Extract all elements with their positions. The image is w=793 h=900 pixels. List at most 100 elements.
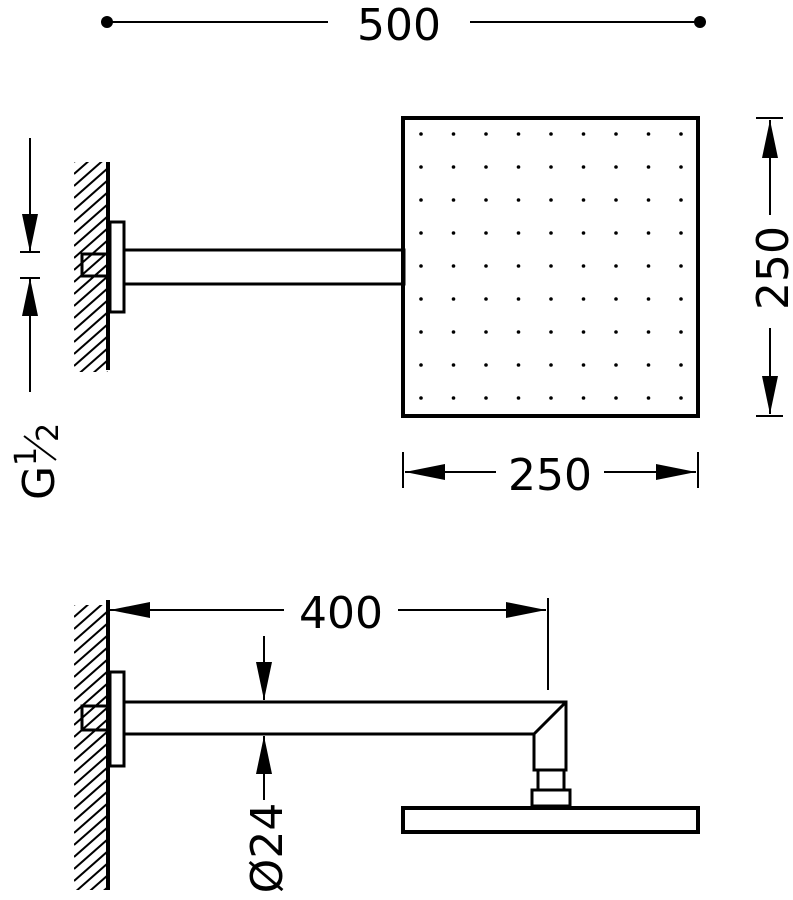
hatch-line [92,359,108,372]
hatch-line [74,610,108,642]
nozzle-dot [516,231,521,235]
nozzle-dot [646,363,651,367]
nozzle-dot [679,165,683,169]
nozzle-dot [451,297,456,301]
nozzle-dot [581,396,586,400]
nozzle-dot [679,330,683,334]
thread-dimension: G 1 2 [9,138,66,500]
nozzle-dot [614,264,618,268]
hatch-line [74,706,108,738]
swivel-joint-lower [530,788,572,808]
hatch-line [74,730,108,762]
arrow-left [110,602,150,618]
hatch-line [74,766,108,798]
hatch-line [74,162,90,175]
nozzle-dot [419,363,423,367]
hatch-line [74,742,108,774]
nozzle-dot [646,231,651,235]
hatch-line [106,371,108,372]
hatch-line [74,179,108,211]
nozzle-dot [646,330,651,334]
nozzle-dot [679,363,683,367]
nozzle-dot [646,132,651,136]
nozzle-dot [419,165,423,169]
nozzle-dot [549,363,553,367]
nozzle-dot [614,396,618,400]
thread-numerator: 1 [9,447,44,466]
nozzle-dot [614,198,618,202]
arrow-right [656,464,696,480]
hatch-line [74,299,108,331]
hatch-line [74,215,108,247]
hatch-line [74,605,103,630]
nozzle-dot [516,264,521,268]
arrow-up [256,736,272,774]
nozzle-dot [581,330,586,334]
hatch-line [74,790,108,822]
hatch-line [74,658,108,690]
hatch-line [74,778,108,810]
nozzle-dot [549,198,553,202]
nozzle-dot [581,264,586,268]
wall-top [74,162,110,372]
head-height-label: 250 [748,226,793,310]
nozzle-dot [679,132,683,136]
hatch-line [74,323,108,355]
nozzle-dot [419,264,423,268]
nozzle-dot [679,231,683,235]
nozzle-dot [484,363,488,367]
nozzle-dot [581,198,586,202]
fraction-bar [23,435,57,461]
nozzle-dot [484,165,488,169]
hatch-line [74,634,108,666]
nozzle-dot [451,330,456,334]
nozzle-dot [549,165,553,169]
nozzle-dot [549,132,553,136]
nozzle-dot [581,231,586,235]
hatch-line [74,718,108,750]
arm-length-label: 400 [299,588,383,639]
nozzle-dot [614,363,618,367]
nozzle-dot [516,198,521,202]
nozzle-dot [614,231,618,235]
nozzle-dot [419,396,423,400]
nozzle-dot [419,231,423,235]
nozzle-dot [549,297,553,301]
hatch-line [79,347,108,372]
arrow-down [22,214,38,252]
hatch-line [74,646,108,678]
arm-diameter-label: Ø24 [242,803,293,894]
nozzle-dot [614,132,618,136]
arrow-down [762,376,778,414]
wall-side [74,600,110,890]
arm-diameter-dimension: Ø24 [242,636,293,893]
nozzle-dot [581,165,586,169]
arrow-down [256,662,272,700]
hatch-line [74,814,108,846]
hatch-line [75,862,108,890]
nozzle-dot [451,165,456,169]
nozzle-dot [549,330,553,334]
hatch-line [74,167,108,199]
nozzle-dot [646,165,651,169]
overall-width-label: 500 [357,0,441,51]
swivel-joint-upper [536,768,566,792]
nozzle-dot [581,363,586,367]
hatch-line [74,251,108,283]
nozzle-dot [614,297,618,301]
nozzle-dot [581,132,586,136]
head-height-dimension: 250 [748,117,793,417]
nozzle-dot [614,330,618,334]
nozzle-dot [549,396,553,400]
nozzle-dot [646,198,651,202]
hatch-line [89,874,108,890]
nozzle-dot [646,297,651,301]
nozzle-dot [581,297,586,301]
wall-flange-side [108,670,126,768]
thread-connector [80,252,110,278]
elbow-seam [532,700,568,736]
nozzle-dot [646,264,651,268]
nozzle-dot [484,396,488,400]
nozzle-dot [516,132,521,136]
shower-arm [122,248,406,286]
